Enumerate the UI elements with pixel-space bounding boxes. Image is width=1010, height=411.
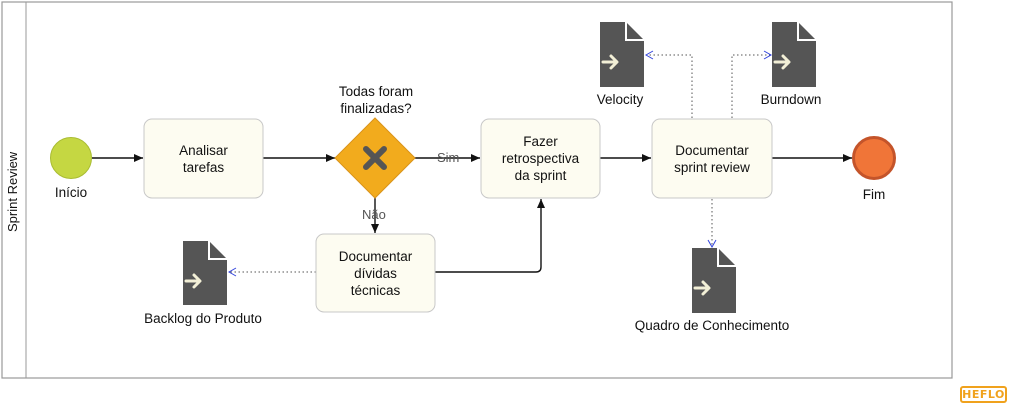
- data-object-backlog[interactable]: [183, 241, 227, 305]
- data-object-burndown[interactable]: [772, 22, 816, 87]
- document-icon: [600, 22, 644, 87]
- end-event[interactable]: [852, 136, 896, 180]
- exclusive-gateway[interactable]: [334, 117, 416, 199]
- association-to-velocity[interactable]: [644, 50, 693, 118]
- gateway-no-label: Não: [362, 207, 386, 222]
- end-event-label: Fim: [862, 187, 886, 202]
- data-object-backlog-label: Backlog do Produto: [144, 311, 262, 326]
- task-documentar-dividas[interactable]: [315, 233, 436, 313]
- document-icon: [772, 22, 816, 87]
- start-event[interactable]: [50, 137, 92, 179]
- document-icon: [692, 248, 736, 313]
- data-object-burndown-label: Burndown: [760, 92, 822, 107]
- gateway-x-icon: [363, 146, 387, 170]
- pool-border: [1, 1, 953, 379]
- task-fazer-retrospectiva[interactable]: [480, 118, 601, 199]
- association-to-burndown[interactable]: [731, 50, 773, 118]
- data-object-velocity[interactable]: [600, 22, 644, 87]
- flow-dividas-to-retro[interactable]: [435, 199, 545, 273]
- document-icon: [183, 241, 227, 305]
- data-object-velocity-label: Velocity: [596, 92, 644, 107]
- task-analisar-tarefas[interactable]: [143, 118, 264, 199]
- gateway-yes-label: Sim: [437, 150, 460, 165]
- data-object-quadro[interactable]: [692, 248, 736, 313]
- start-event-label: Início: [54, 185, 88, 200]
- pool-label: Sprint Review: [5, 151, 20, 232]
- data-object-quadro-label: Quadro de Conhecimento: [634, 318, 790, 333]
- heflo-logo: HEFLO: [960, 386, 1007, 403]
- task-documentar-sprint-review[interactable]: [651, 118, 773, 199]
